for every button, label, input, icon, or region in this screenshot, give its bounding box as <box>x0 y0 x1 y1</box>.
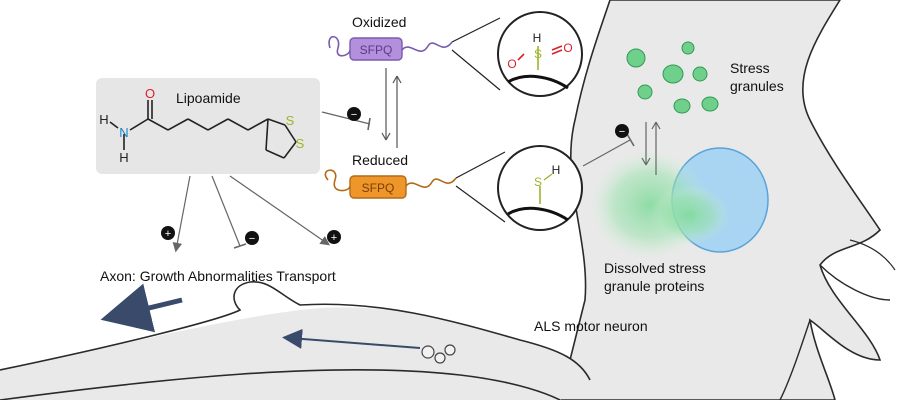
axon <box>0 281 591 400</box>
reduced-inset <box>455 145 583 231</box>
svg-text:−: − <box>619 126 625 138</box>
transport-arrow <box>229 175 330 246</box>
svg-text:+: + <box>331 232 337 244</box>
axon-label: Axon: Growth Abnormalities Transport <box>100 268 336 284</box>
inhibit-oxidized-line <box>321 111 371 125</box>
svg-text:+: + <box>165 228 171 240</box>
transport-arrow-outer <box>100 283 183 333</box>
transport-arrow-inner <box>282 328 421 349</box>
oxidized-atom-S: S <box>534 47 542 61</box>
vesicle <box>421 345 435 359</box>
dissolved-label-line2: granule proteins <box>604 278 705 294</box>
atom-H-bottom: H <box>119 150 128 165</box>
vesicle <box>434 352 446 364</box>
neuron-label: ALS motor neuron <box>534 318 648 334</box>
oxidized-inset <box>451 11 583 97</box>
lipoamide-label: Lipoamide <box>176 90 241 106</box>
svg-text:−: − <box>351 109 357 121</box>
minus-sign-granules: − <box>615 124 629 138</box>
atom-S1: S <box>286 113 295 128</box>
abnormalities-inhibit-line <box>211 175 241 247</box>
vesicle <box>444 344 456 356</box>
stress-granules-label-line2: granules <box>730 78 784 94</box>
reduced-atom-H: H <box>552 163 561 177</box>
sfpq-oxidized-label: SFPQ <box>360 43 393 57</box>
reduced-label: Reduced <box>352 152 409 168</box>
lipoamide-structure <box>109 100 297 159</box>
reduced-atom-S: S <box>534 175 542 189</box>
sfpq-reduced-label: SFPQ <box>362 181 395 195</box>
svg-text:−: − <box>249 233 255 245</box>
oxidized-label: Oxidized <box>352 14 407 30</box>
stress-granules-label-line1: Stress <box>730 60 770 76</box>
sfpq-oxidized <box>328 35 453 61</box>
stress-granules <box>626 41 719 114</box>
atom-H-top: H <box>99 112 108 127</box>
growth-arrow <box>172 175 191 253</box>
inhibit-granule-line <box>582 139 631 167</box>
atom-O: O <box>145 86 155 101</box>
plus-sign-growth: + <box>161 226 175 240</box>
atom-N: N <box>119 125 128 140</box>
sfpq-reduced <box>324 169 457 199</box>
atom-S2: S <box>296 136 305 151</box>
minus-sign-oxidized: − <box>347 107 361 121</box>
dissolved-protein-cloud <box>650 185 730 245</box>
oxidized-atom-O-right: O <box>563 41 572 55</box>
oxidized-atom-H: H <box>533 31 542 45</box>
minus-sign-abnormalities: − <box>245 231 259 245</box>
dissolved-label-line1: Dissolved stress <box>604 260 706 276</box>
oxidized-atom-O-left: O <box>507 57 516 71</box>
plus-sign-transport: + <box>327 230 341 244</box>
